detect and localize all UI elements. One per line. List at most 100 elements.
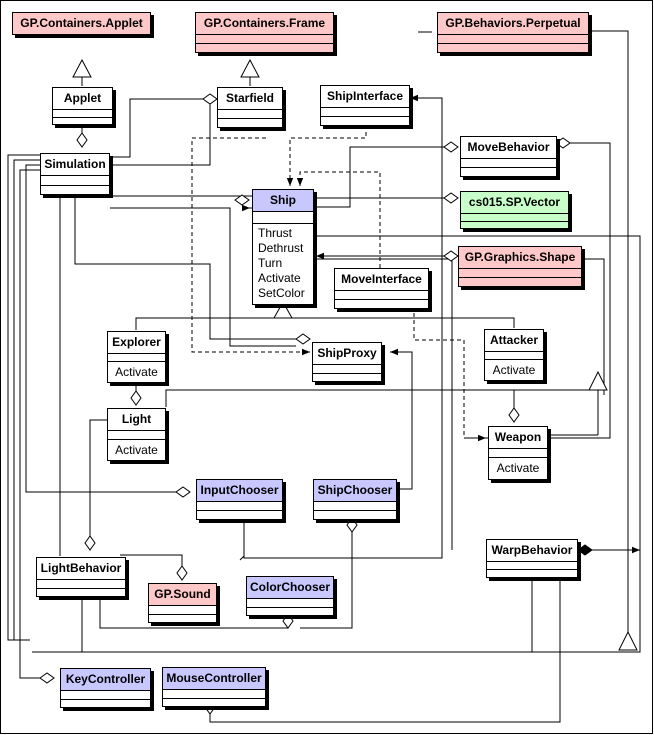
class-mouse-controller[interactable]: MouseController (162, 667, 266, 707)
class-name: MoveBehavior (461, 137, 556, 159)
class-name: GP.Graphics.Shape (459, 247, 581, 269)
attributes-section (313, 365, 381, 374)
class-ship-interface[interactable]: ShipInterface (320, 85, 410, 126)
class-gp-containers-frame[interactable]: GP.Containers.Frame (195, 12, 334, 53)
operations-section: Activate (108, 440, 165, 460)
attributes-section (485, 352, 543, 360)
operations-section: Activate (485, 360, 543, 380)
attributes-section (314, 502, 396, 511)
class-gp-containers-applet[interactable]: GP.Containers.Applet (12, 12, 151, 35)
operation-activate: Activate (496, 461, 540, 475)
class-ship-chooser[interactable]: ShipChooser (313, 479, 397, 520)
class-applet[interactable]: Applet (52, 87, 113, 125)
attributes-section (41, 176, 109, 186)
class-gp-sound[interactable]: GP.Sound (148, 583, 217, 623)
class-name: Attacker (485, 330, 543, 352)
class-name: Ship (253, 190, 313, 212)
operations-section (41, 186, 109, 194)
class-name: Applet (53, 88, 112, 110)
operations-section (149, 615, 216, 622)
attributes-section (37, 580, 125, 589)
class-starfield[interactable]: Starfield (217, 87, 283, 128)
operations-section (218, 119, 282, 127)
operations-section: Activate (489, 458, 547, 479)
operations-section (461, 222, 568, 228)
operation-dethrust: Dethrust (258, 241, 304, 255)
attributes-section (108, 354, 165, 362)
operations-section (61, 700, 150, 707)
arrowheads (242, 94, 640, 554)
class-name: ColorChooser (247, 577, 333, 599)
inheritance-triangles (72, 58, 638, 651)
attributes-section (108, 431, 165, 440)
class-name: Simulation (41, 154, 109, 176)
operations-section (196, 44, 333, 52)
class-name: Weapon (489, 427, 547, 449)
operations-section (461, 168, 556, 176)
generalization-links (81, 30, 629, 633)
class-name: ShipProxy (313, 343, 381, 365)
attributes-section (321, 108, 409, 117)
operations-section (53, 118, 112, 124)
attributes-section (197, 502, 282, 511)
class-key-controller[interactable]: KeyController (60, 668, 151, 708)
class-simulation[interactable]: Simulation (40, 153, 110, 195)
operations-section (313, 374, 381, 381)
class-move-interface[interactable]: MoveInterface (334, 268, 429, 309)
class-explorer[interactable]: Explorer Activate (107, 331, 166, 383)
attributes-section (218, 110, 282, 119)
class-weapon[interactable]: Weapon Activate (488, 426, 548, 480)
class-attacker[interactable]: Attacker Activate (484, 329, 544, 381)
class-name: Starfield (218, 88, 282, 110)
class-name: GP.Behaviors.Perpetual (438, 13, 588, 35)
operations-section (247, 608, 333, 615)
class-name: GP.Sound (149, 584, 216, 606)
attributes-section (196, 35, 333, 44)
class-name: InputChooser (197, 480, 282, 502)
class-name: WarpBehavior (487, 540, 577, 562)
operation-turn: Turn (258, 256, 283, 270)
class-name: MoveInterface (335, 269, 428, 291)
class-ship[interactable]: Ship Thrust Dethrust Turn Activate SetCo… (252, 189, 314, 305)
class-input-chooser[interactable]: InputChooser (196, 479, 283, 520)
attributes-section (253, 212, 313, 224)
attributes-section (459, 269, 581, 278)
class-name: GP.Containers.Frame (196, 13, 333, 35)
attributes-section (461, 159, 556, 168)
attributes-section (247, 599, 333, 608)
attributes-section (335, 291, 428, 300)
class-move-behavior[interactable]: MoveBehavior (460, 136, 557, 177)
operation-activate: Activate (258, 271, 301, 285)
class-gp-behaviors-perpetual[interactable]: GP.Behaviors.Perpetual (437, 12, 589, 53)
class-light[interactable]: Light Activate (107, 408, 166, 461)
composition-diamond (577, 544, 593, 556)
class-gp-graphics-shape[interactable]: GP.Graphics.Shape (458, 246, 582, 287)
class-ship-proxy[interactable]: ShipProxy (312, 342, 382, 382)
operations-section (335, 300, 428, 308)
class-name: LightBehavior (37, 558, 125, 580)
attributes-section (438, 35, 588, 44)
operations-section (321, 117, 409, 125)
class-warp-behavior[interactable]: WarpBehavior (486, 539, 578, 578)
operations-section: Thrust Dethrust Turn Activate SetColor (253, 224, 313, 304)
class-name: Explorer (108, 332, 165, 354)
class-light-behavior[interactable]: LightBehavior (36, 557, 126, 597)
aggregation-diamonds (39, 93, 571, 715)
operation-setcolor: SetColor (258, 286, 305, 300)
class-name: ShipInterface (321, 86, 409, 108)
operations-section (197, 511, 282, 519)
class-cs015-sp-vector[interactable]: cs015.SP.Vector (460, 191, 569, 229)
class-name: cs015.SP.Vector (461, 192, 568, 214)
attributes-section (461, 214, 568, 222)
operations-section: Activate (108, 362, 165, 382)
operation-activate: Activate (492, 363, 536, 377)
operation-activate: Activate (115, 443, 158, 457)
attributes-section (489, 449, 547, 458)
class-color-chooser[interactable]: ColorChooser (246, 576, 334, 616)
class-name: KeyController (61, 669, 150, 691)
operations-section (487, 570, 577, 577)
operations-section (438, 44, 588, 52)
